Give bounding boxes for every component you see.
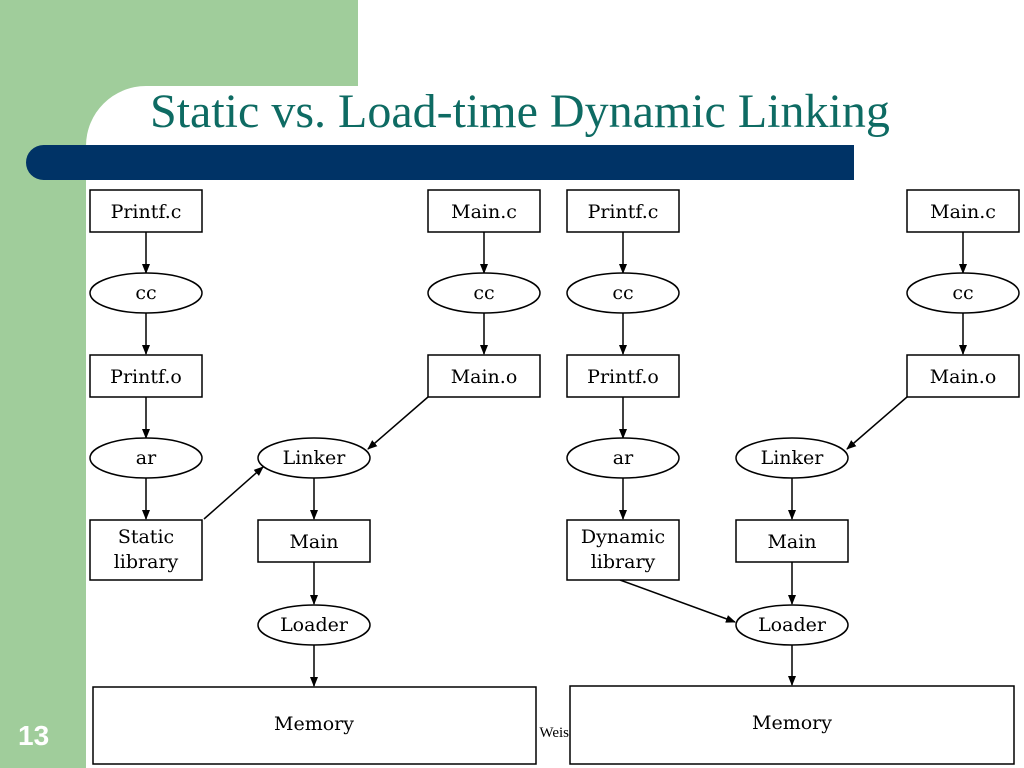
node-label: Linker bbox=[761, 447, 825, 469]
node-linker: Linker bbox=[735, 437, 849, 479]
node-loader: Loader bbox=[735, 604, 849, 646]
node-printf-c: Printf.c bbox=[89, 189, 203, 233]
dynamic-edges bbox=[619, 232, 967, 686]
node-cc-main: cc bbox=[427, 272, 541, 314]
node-label: Main.c bbox=[930, 201, 996, 223]
node-label: Loader bbox=[280, 614, 349, 636]
node-static-library: Static library bbox=[89, 519, 203, 581]
node-main: Main bbox=[735, 519, 849, 563]
node-label: Printf.c bbox=[588, 201, 659, 223]
node-label: Main.o bbox=[451, 366, 518, 388]
node-label: ar bbox=[613, 447, 634, 469]
node-label: cc bbox=[473, 282, 494, 304]
node-cc-printf: cc bbox=[566, 272, 680, 314]
node-printf-o: Printf.o bbox=[89, 354, 203, 398]
node-label: Printf.o bbox=[587, 366, 659, 388]
node-main-c: Main.c bbox=[906, 189, 1020, 233]
edge-main-o-to-linker bbox=[846, 396, 908, 450]
node-label-line1: Static bbox=[118, 526, 174, 548]
static-edges bbox=[142, 232, 488, 687]
node-label: Memory bbox=[752, 712, 832, 734]
node-ar: ar bbox=[566, 437, 680, 479]
node-loader: Loader bbox=[257, 604, 371, 646]
node-ar: ar bbox=[89, 437, 203, 479]
node-main-o: Main.o bbox=[427, 354, 541, 398]
static-linking-diagram: Printf.c Main.c cc cc Printf.o Main.o bbox=[89, 189, 541, 765]
node-main-c: Main.c bbox=[427, 189, 541, 233]
node-label: Printf.c bbox=[111, 201, 182, 223]
node-label: Memory bbox=[274, 713, 354, 735]
node-label: cc bbox=[612, 282, 633, 304]
edge-main-o-to-linker bbox=[367, 396, 429, 450]
node-cc-printf: cc bbox=[89, 272, 203, 314]
dynamic-linking-diagram: Printf.c Main.c cc cc Printf.o Main.o bbox=[566, 189, 1020, 765]
node-label: Main bbox=[289, 531, 338, 553]
slide-title: Static vs. Load-time Dynamic Linking bbox=[150, 85, 890, 138]
node-cc-main: cc bbox=[906, 272, 1020, 314]
node-label-line2: library bbox=[114, 551, 179, 573]
node-label: Main bbox=[767, 531, 816, 553]
node-label: cc bbox=[135, 282, 156, 304]
node-printf-o: Printf.o bbox=[566, 354, 680, 398]
node-label: cc bbox=[952, 282, 973, 304]
content-area bbox=[86, 86, 1024, 768]
node-memory: Memory bbox=[569, 685, 1015, 765]
node-main-o: Main.o bbox=[906, 354, 1020, 398]
node-label: ar bbox=[136, 447, 157, 469]
node-label: Main.c bbox=[451, 201, 517, 223]
node-printf-c: Printf.c bbox=[566, 189, 680, 233]
page-number: 13 bbox=[18, 720, 50, 751]
edge-library-to-loader bbox=[619, 579, 736, 623]
node-label: Main.o bbox=[930, 366, 997, 388]
node-dynamic-library: Dynamic library bbox=[566, 519, 680, 581]
node-label: Linker bbox=[283, 447, 347, 469]
edge-library-to-linker bbox=[203, 466, 264, 520]
node-linker: Linker bbox=[257, 437, 371, 479]
node-label-line1: Dynamic bbox=[581, 526, 665, 548]
node-memory: Memory bbox=[92, 686, 537, 765]
node-label-line2: library bbox=[591, 551, 656, 573]
node-label: Printf.o bbox=[110, 366, 182, 388]
node-main: Main bbox=[257, 519, 371, 563]
title-underline-bar bbox=[26, 145, 854, 180]
footer-text: Weis bbox=[539, 725, 569, 741]
node-label: Loader bbox=[758, 614, 827, 636]
